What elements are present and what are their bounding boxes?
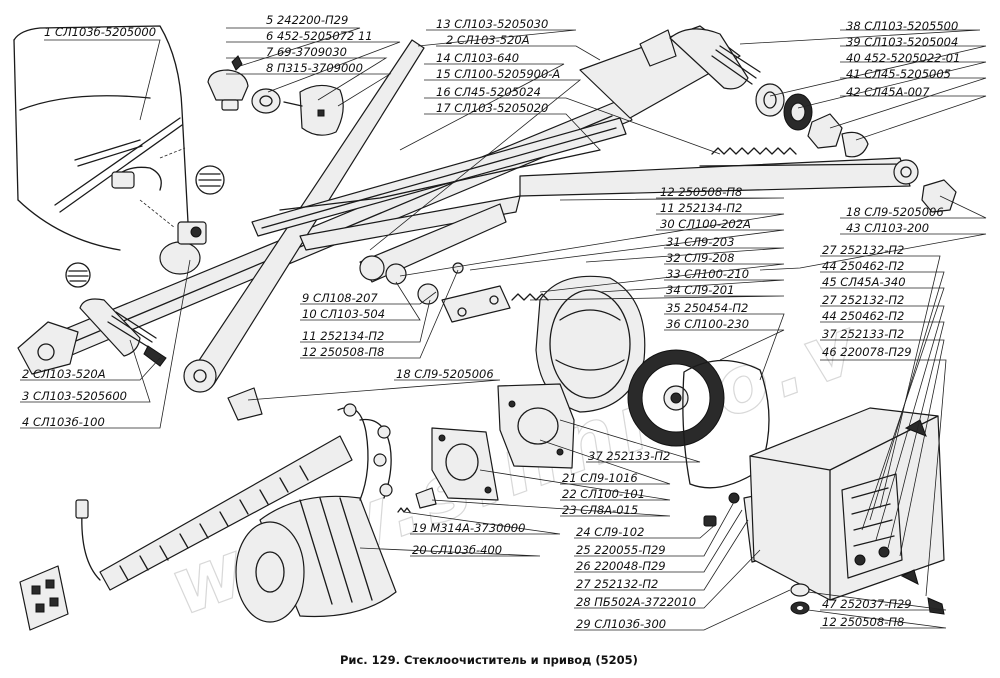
label-44-b: 44 250462-П2 [822, 309, 904, 323]
left-pivot-shaft [17, 298, 167, 375]
label-27-b: 27 252132-П2 [822, 293, 904, 307]
label-9: 9 СЛ108-207 [302, 291, 378, 305]
drive-gear [627, 349, 725, 447]
label-44-a: 44 250462-П2 [822, 259, 904, 273]
label-37-b: 37 252133-П2 [588, 449, 670, 463]
label-37-a: 37 252133-П2 [822, 327, 904, 341]
small-fasteners [397, 487, 740, 527]
gearbox-housing [441, 275, 646, 413]
label-11-b: 11 252134-П2 [302, 329, 384, 343]
label-22: 22 СЛ100-101 [562, 487, 645, 501]
label-27-a: 27 252132-П2 [822, 243, 904, 257]
label-28: 28 ПБ502А-3722010 [576, 595, 696, 609]
label-5: 5 242200-П29 [266, 13, 348, 27]
label-46: 46 220078-П29 [822, 345, 912, 359]
label-2-bottom: 2 СЛ103-520А [22, 367, 106, 381]
label-20: 20 СЛ103б-400 [412, 543, 502, 557]
label-15: 15 СЛ100-5205900-А [436, 67, 560, 81]
label-26: 26 220048-П29 [576, 559, 666, 573]
right-pivot-shaft [639, 28, 957, 213]
label-38: 38 СЛ103-5205500 [846, 19, 958, 33]
label-21: 21 СЛ9-1016 [562, 471, 638, 485]
label-16: 16 СЛ45-5205024 [436, 85, 541, 99]
label-30: 30 СЛ100-202А [660, 217, 751, 231]
label-19: 19 М314А-3730000 [412, 521, 525, 535]
label-8: 8 П315-3709000 [266, 61, 363, 75]
label-18-right: 18 СЛ9-5205006 [846, 205, 944, 219]
flange-plates [431, 383, 575, 501]
part-labels: 1 СЛ103б-5205000 5 242200-П29 6 452-5205… [22, 13, 960, 631]
label-31: 31 СЛ9-203 [666, 235, 734, 249]
label-17: 17 СЛ103-5205020 [436, 101, 548, 115]
label-2-top: 2 СЛ103-520А [446, 33, 530, 47]
label-35: 35 250454-П2 [666, 301, 748, 315]
label-12-b: 12 250508-П8 [302, 345, 384, 359]
label-12-a: 12 250508-П8 [660, 185, 742, 199]
label-33: 33 СЛ100-210 [666, 267, 749, 281]
label-41: 41 СЛ45-5205005 [846, 67, 951, 81]
label-7: 7 69-3709030 [266, 45, 347, 59]
label-27-c: 27 252132-П2 [576, 577, 658, 591]
label-14: 14 СЛ103-640 [436, 51, 519, 65]
label-47: 47 252037-П29 [822, 597, 912, 611]
figure-caption: Рис. 129. Стеклоочиститель и привод (520… [340, 653, 638, 667]
switch-parts-5-8 [207, 55, 344, 136]
label-13: 13 СЛ103-5205030 [436, 17, 548, 31]
label-32: 32 СЛ9-208 [666, 251, 734, 265]
label-24: 24 СЛ9-102 [576, 525, 644, 539]
label-25: 25 220055-П29 [576, 543, 666, 557]
cabin-inset-illustration [13, 25, 225, 288]
label-36: 36 СЛ100-230 [666, 317, 749, 331]
label-1: 1 СЛ103б-5205000 [44, 25, 156, 39]
tension-spring [711, 147, 797, 155]
label-40: 40 452-5205022-01 [846, 51, 960, 65]
label-43: 43 СЛ103-200 [846, 221, 929, 235]
inset-motor-drawing [159, 221, 207, 275]
label-39: 39 СЛ103-5205004 [846, 35, 958, 49]
label-12-c: 12 250508-П8 [822, 615, 904, 629]
label-23: 23 СЛ8А-015 [562, 503, 638, 517]
label-11-a: 11 252134-П2 [660, 201, 742, 215]
label-29: 29 СЛ103б-300 [576, 617, 666, 631]
label-18-left: 18 СЛ9-5205006 [396, 367, 494, 381]
label-6: 6 452-5205072 11 [266, 29, 373, 43]
control-box-cover [749, 407, 945, 601]
wiring-harness [19, 387, 353, 631]
label-34: 34 СЛ9-201 [666, 283, 734, 297]
label-3: 3 СЛ103-5205600 [22, 389, 127, 403]
leader-lines [20, 27, 987, 631]
label-42: 42 СЛ45А-007 [846, 85, 930, 99]
label-45: 45 СЛ45А-340 [822, 275, 906, 289]
label-10: 10 СЛ103-504 [302, 307, 385, 321]
electric-motor [235, 403, 397, 623]
label-4: 4 СЛ103б-100 [22, 415, 105, 429]
